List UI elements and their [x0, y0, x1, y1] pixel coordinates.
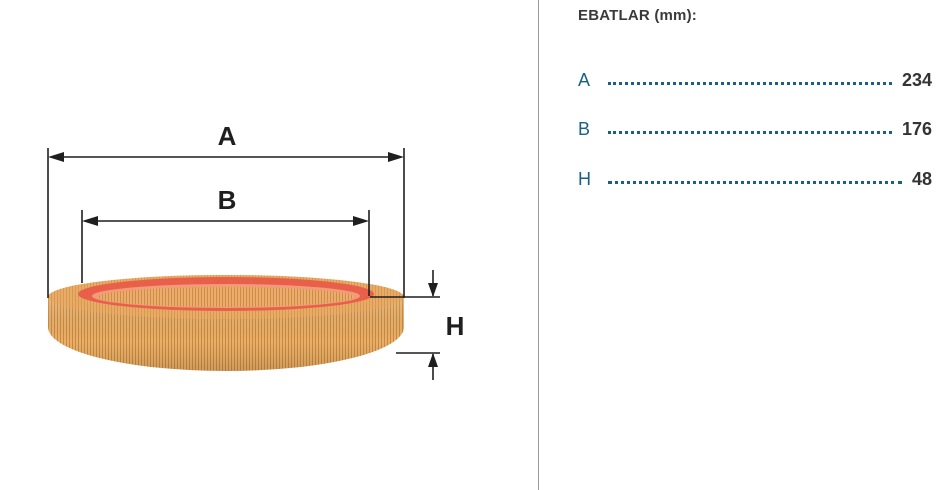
dimension-value: 176	[901, 119, 932, 139]
dimension-row-h: H 48	[578, 165, 932, 189]
air-filter-diagram: A B H	[47, 121, 465, 380]
dimension-row-a: A 234	[578, 66, 932, 90]
dotted-leader	[608, 181, 902, 184]
dimension-value: 48	[911, 169, 932, 189]
dimension-h	[370, 270, 440, 380]
label-b: B	[218, 185, 237, 215]
dotted-leader	[608, 82, 892, 85]
dimension-letter: A	[578, 70, 591, 90]
filter-body	[48, 275, 404, 371]
dimensions-title: EBATLAR (mm):	[578, 7, 697, 24]
dimension-row-b: B 176	[578, 115, 932, 139]
panel-divider	[538, 0, 539, 490]
dimension-b	[81, 210, 370, 296]
dotted-leader	[608, 131, 892, 134]
dimensions-panel: EBATLAR (mm): A 234 B 176 H 48	[578, 0, 934, 490]
label-a: A	[218, 121, 237, 151]
dimension-a	[47, 148, 405, 298]
dimension-value: 234	[901, 70, 932, 90]
dimension-letter: H	[578, 169, 591, 189]
dimension-letter: B	[578, 119, 591, 139]
label-h: H	[446, 311, 465, 341]
